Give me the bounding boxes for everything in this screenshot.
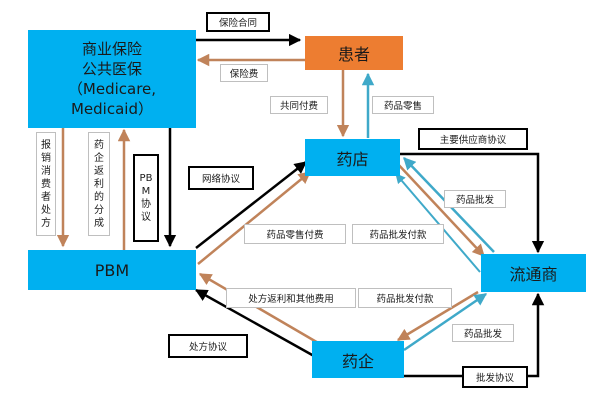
arrow-formulary	[194, 288, 315, 358]
pharmacy-node: 药店	[305, 139, 400, 176]
label-wholesale-agreement: 批发协议	[462, 366, 528, 388]
label-retail-drug-payment: 药品零售付费	[244, 224, 346, 244]
arrow-wholesale-payment-2	[396, 290, 479, 342]
label-network-agreement: 网络协议	[188, 166, 254, 190]
arrow-main-supplier	[400, 152, 545, 254]
label-pbm-agreement: PBM协议	[133, 154, 159, 242]
label-wholesale-payment-1: 药品批发付款	[352, 224, 444, 244]
label-rebate-share: 药企返利的分成	[88, 132, 110, 236]
arrow-wholesale-1b	[395, 173, 481, 273]
label-wholesale-payment-2: 药品批发付款	[358, 288, 452, 308]
arrow-wholesale-2	[403, 292, 488, 352]
patient-node: 患者	[305, 36, 403, 70]
arrow-wholesale-agreement	[404, 292, 545, 378]
pbm-node: PBM	[28, 250, 196, 290]
label-drug-retail-sale: 药品零售	[372, 96, 434, 114]
label-insurance-contract: 保险合同	[206, 12, 270, 32]
label-claims-reimbursement: 报销消费者处方	[36, 132, 56, 236]
distributor-node: 流通商	[481, 254, 586, 292]
pharma-node: 药企	[312, 341, 404, 378]
label-drug-wholesale: 药品批发	[444, 190, 506, 208]
arrow-retail-payment	[197, 171, 311, 265]
arrow-network	[195, 161, 307, 249]
label-copay: 共同付费	[270, 96, 328, 114]
label-premium: 保险费	[220, 64, 268, 82]
insurer-node: 商业保险 公共医保 （Medicare, Medicaid）	[28, 30, 196, 128]
label-main-supplier-agreement: 主要供应商协议	[418, 128, 528, 150]
label-drug-wholesale-2: 药品批发	[452, 324, 514, 342]
arrow-rebates	[198, 272, 321, 346]
label-formulary-agreement: 处方协议	[168, 334, 248, 358]
arrow-wholesale-payment-1	[395, 161, 485, 257]
label-rebates-and-fees: 处方返利和其他费用	[226, 288, 356, 308]
